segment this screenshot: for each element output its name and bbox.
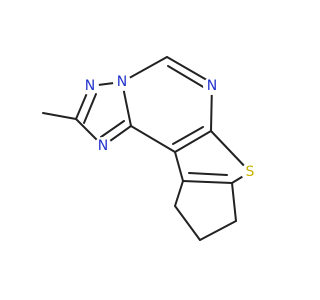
- bond-c7a-c3a-double: [172, 126, 204, 145]
- bond-c3a-c8a: [130, 125, 176, 153]
- bond-ch2c-c6a: [231, 182, 237, 222]
- bond-c8a-n3-double: [100, 120, 125, 138]
- atom-n2: N: [113, 73, 131, 91]
- bond-methyl: [42, 112, 77, 120]
- atom-n4-label: N: [207, 78, 217, 94]
- bond-c6a-c9a-double: [188, 172, 228, 176]
- atom-n4: N: [203, 77, 221, 95]
- bond-ch-n4-double: [167, 65, 206, 89]
- bond-c6a-c9a: [182, 180, 233, 184]
- atom-n2-label: N: [117, 74, 127, 90]
- bond-ch2a-ch2b: [174, 205, 201, 241]
- atom-n3-label: N: [98, 138, 108, 154]
- atom-s1: S: [241, 163, 259, 181]
- atom-n1: N: [81, 77, 99, 95]
- atom-labels: N N N N S: [81, 73, 259, 181]
- atom-n3: N: [94, 137, 112, 155]
- bond-ch2b-ch2c: [199, 220, 237, 241]
- bond-c2-n1-double: [83, 93, 97, 124]
- atom-n1-label: N: [85, 78, 95, 94]
- molecule-structure: N N N N S: [42, 56, 259, 241]
- bond-c7a-c3a: [174, 130, 212, 153]
- bond-c9a-ch2a: [174, 180, 184, 207]
- structure-canvas: N N N N S: [42, 56, 259, 241]
- bond-ch-n4: [166, 56, 213, 84]
- atom-s1-label: S: [246, 164, 255, 180]
- bond-c7a-s: [210, 130, 251, 173]
- bond-c9a-c3a: [174, 151, 184, 182]
